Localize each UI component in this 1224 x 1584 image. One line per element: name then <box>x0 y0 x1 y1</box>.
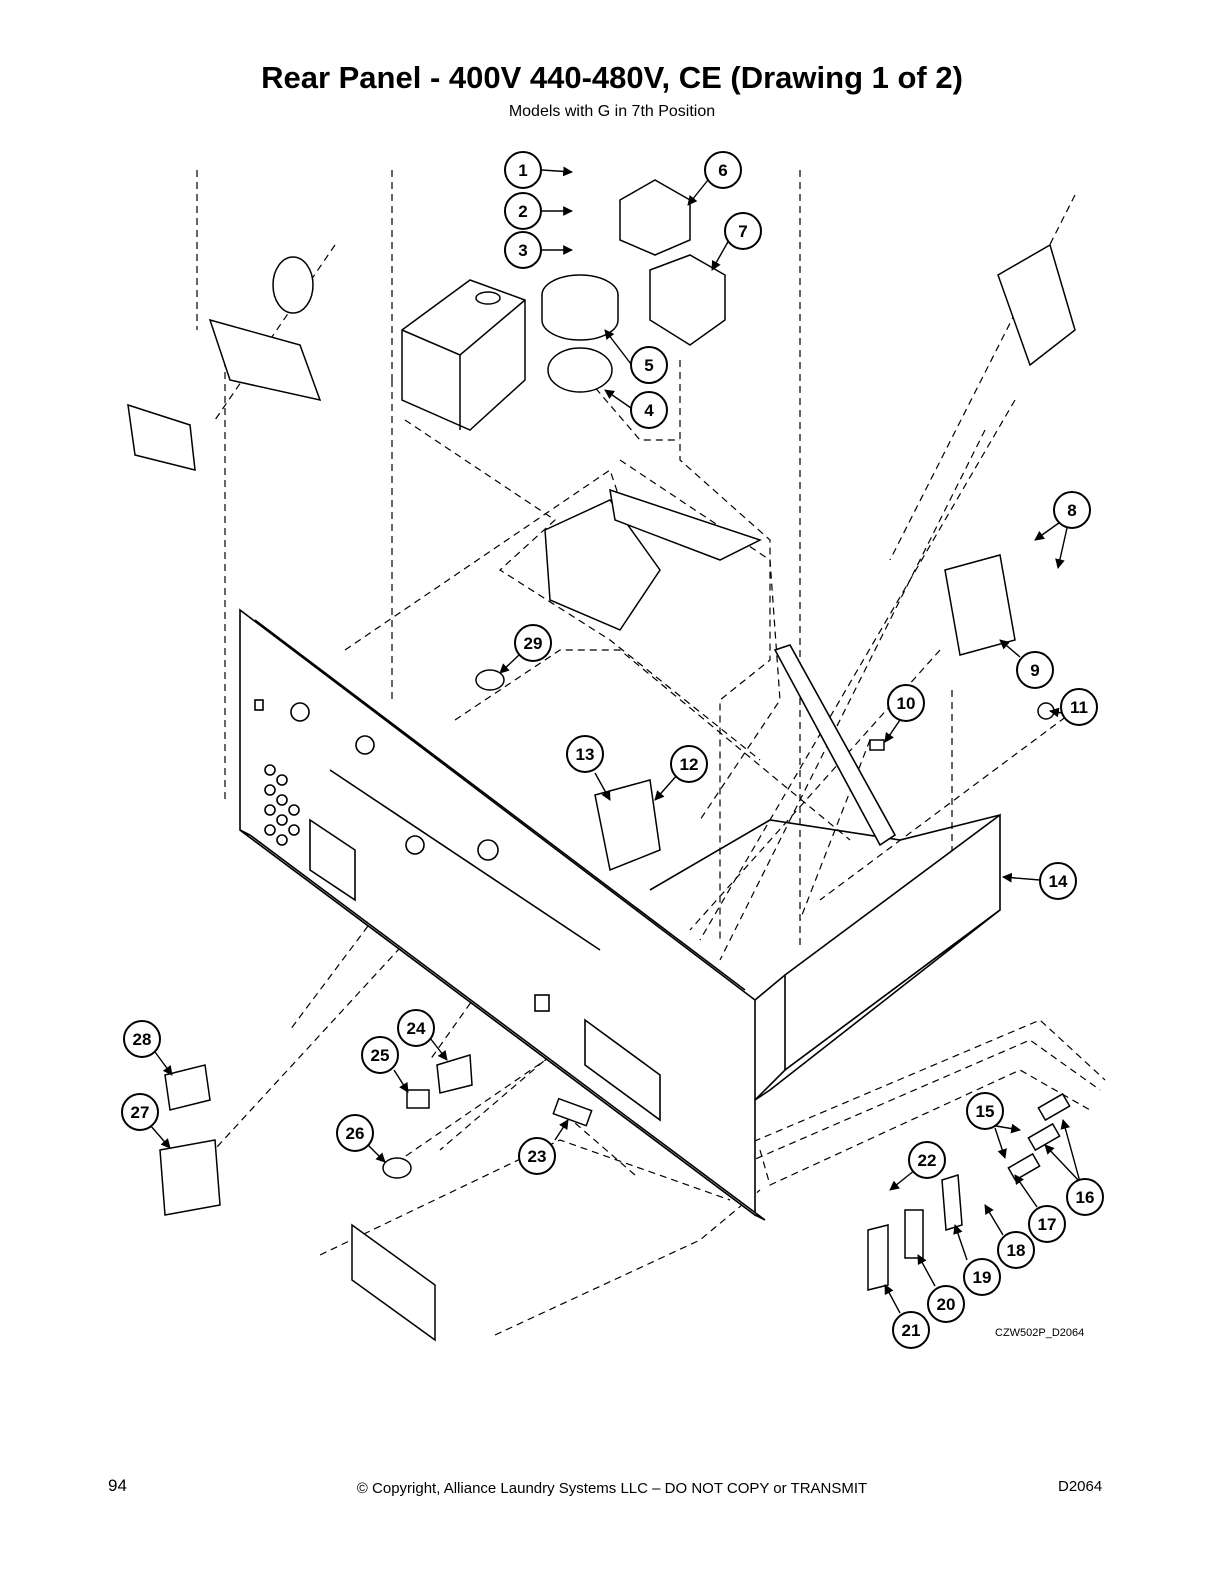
callout-6: 6 <box>704 151 742 189</box>
callout-26: 26 <box>336 1114 374 1152</box>
callout-number: 1 <box>518 161 527 180</box>
callout-number: 11 <box>1070 698 1088 717</box>
callout-3: 3 <box>504 231 542 269</box>
callout-12: 12 <box>670 745 708 783</box>
callout-number: 14 <box>1049 872 1068 891</box>
callout-7: 7 <box>724 212 762 250</box>
callout-28: 28 <box>123 1020 161 1058</box>
callout-2: 2 <box>504 192 542 230</box>
callout-18: 18 <box>997 1231 1035 1269</box>
callout-number: 23 <box>528 1147 547 1166</box>
callout-number: 3 <box>518 241 527 260</box>
copyright-notice: © Copyright, Alliance Laundry Systems LL… <box>356 1480 868 1497</box>
callout-number: 29 <box>524 634 543 653</box>
callout-24: 24 <box>397 1009 435 1047</box>
callout-23: 23 <box>518 1137 556 1175</box>
callout-number: 28 <box>133 1030 152 1049</box>
page-subtitle: Models with G in 7th Position <box>508 103 716 120</box>
callout-number: 5 <box>644 356 653 375</box>
callout-13: 13 <box>566 735 604 773</box>
callout-number: 12 <box>680 755 699 774</box>
callout-number: 24 <box>407 1019 426 1038</box>
callout-number: 22 <box>918 1151 937 1170</box>
callout-number: 16 <box>1076 1188 1095 1207</box>
callout-number: 4 <box>644 401 654 420</box>
page-number: 94 <box>108 1476 127 1495</box>
callout-number: 13 <box>576 745 595 764</box>
callout-number: 2 <box>518 202 527 221</box>
callout-25: 25 <box>361 1036 399 1074</box>
callout-20: 20 <box>927 1285 965 1323</box>
callout-29: 29 <box>514 624 552 662</box>
callout-11: 11 <box>1060 688 1098 726</box>
callout-5: 5 <box>630 346 668 384</box>
callout-number: 19 <box>973 1268 992 1287</box>
callout-number: 8 <box>1067 501 1076 520</box>
page-title: Rear Panel - 400V 440-480V, CE (Drawing … <box>261 60 963 95</box>
callout-number: 21 <box>902 1321 921 1340</box>
upper-components <box>127 179 1076 1342</box>
callout-15: 15 <box>966 1092 1004 1130</box>
callout-14: 14 <box>1039 862 1077 900</box>
callout-leaders <box>149 166 1081 1314</box>
document-id: D2064 <box>1058 1478 1103 1495</box>
callout-8: 8 <box>1053 491 1091 529</box>
callout-number: 27 <box>131 1103 150 1122</box>
callout-4: 4 <box>630 391 668 429</box>
callout-number: 20 <box>937 1295 956 1314</box>
callout-number: 26 <box>346 1124 365 1143</box>
callout-27: 27 <box>121 1093 159 1131</box>
callout-number: 10 <box>897 694 916 713</box>
callout-number: 9 <box>1030 661 1039 680</box>
callout-21: 21 <box>892 1311 930 1349</box>
callout-number: 17 <box>1038 1215 1057 1234</box>
drawing-code: CZW502P_D2064 <box>995 1327 1085 1339</box>
callout-22: 22 <box>908 1141 946 1179</box>
rear-panel-plate <box>239 608 766 1221</box>
callout-19: 19 <box>963 1258 1001 1296</box>
side-panel <box>649 644 1001 1101</box>
callout-number: 25 <box>371 1046 390 1065</box>
callout-number: 15 <box>976 1102 995 1121</box>
callout-17: 17 <box>1028 1205 1066 1243</box>
callout-number: 18 <box>1007 1241 1026 1260</box>
callout-10: 10 <box>887 684 925 722</box>
callout-1: 1 <box>504 151 542 189</box>
callout-16: 16 <box>1066 1178 1104 1216</box>
callout-number: 7 <box>738 222 747 241</box>
leader-dashed-lines <box>196 170 1106 1336</box>
callout-number: 6 <box>718 161 727 180</box>
callout-9: 9 <box>1016 651 1054 689</box>
